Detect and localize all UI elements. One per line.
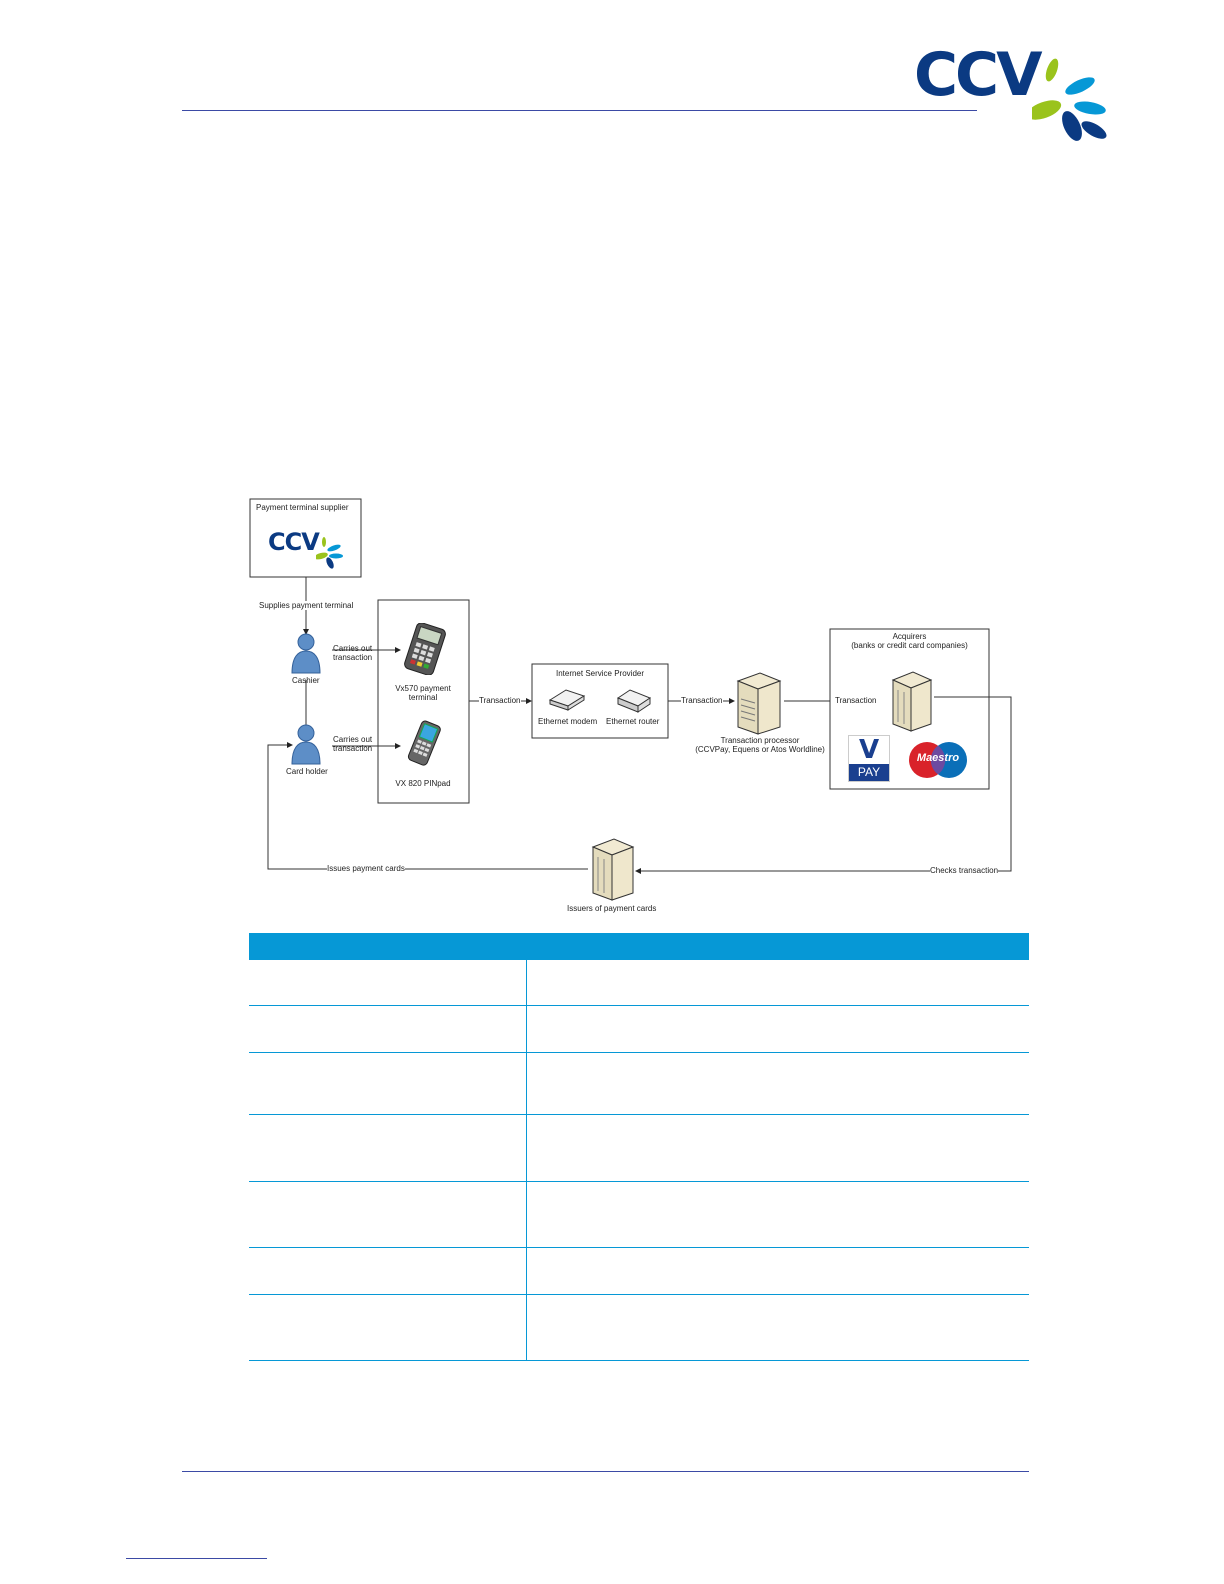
ethernet-modem-label: Ethernet modem [538,717,598,726]
table-cell [249,1006,527,1052]
vx820-label: VX 820 PINpad [395,779,451,788]
logo-wordmark: CCV [914,40,1043,110]
vx570-label: Vx570 payment terminal [388,684,458,702]
issues-payment-cards-label: Issues payment cards [327,864,405,873]
acquirers-title: Acquirers (banks or credit card companie… [830,632,989,650]
table-row [249,1248,1029,1295]
issuers-server-icon [591,838,635,901]
table-row [249,1053,1029,1115]
table-header [249,933,1029,960]
maestro-text: Maestro [916,752,960,764]
card-holder-person-icon [291,724,321,765]
transaction-label-3: Transaction [835,696,877,705]
transaction-label-1: Transaction [479,696,521,705]
ethernet-modem-icon [548,689,586,711]
table-cell [527,1182,1029,1247]
carries-out-label-2-line-2: transaction [333,744,373,753]
vx570-label-line-1: Vx570 payment [395,684,451,693]
processor-label-line-2: (CCVPay, Equens or Atos Worldline) [695,745,825,754]
table-cell [527,1248,1029,1294]
table-cell [249,1182,527,1247]
processor-label-line-1: Transaction processor [720,736,800,745]
cashier-person-icon [291,633,321,674]
info-table [249,933,1029,1361]
vpay-logo: V PAY [848,735,890,782]
transaction-label-2: Transaction [681,696,723,705]
acquirers-title-line-2: (banks or credit card companies) [851,641,968,650]
supplier-flower-icon [316,537,343,569]
maestro-logo-icon [909,742,967,778]
footer-rule [182,1471,1029,1472]
table-row [249,1295,1029,1361]
table-cell [249,1248,527,1294]
table-cell [527,960,1029,1005]
table-cell [527,1115,1029,1181]
carries-out-label-2: Carries out transaction [333,735,372,753]
carries-out-label-1-line-1: Carries out [333,644,373,653]
carries-out-label-1-line-2: transaction [333,653,373,662]
ccv-logo: CCV [914,40,1114,150]
table-row [249,1115,1029,1182]
acquirers-title-line-1: Acquirers [892,632,927,641]
table-row [249,1182,1029,1248]
table-cell [249,960,527,1005]
transaction-processor-server-icon [736,672,782,735]
flower-icon [1032,58,1107,141]
vx570-label-line-2: terminal [408,693,438,702]
table-cell [527,1006,1029,1052]
header-rule [182,110,977,111]
footer-link-underline[interactable] [126,1558,267,1559]
vx820-pinpad-icon [407,720,441,766]
ethernet-router-icon [616,689,652,713]
payment-flow-diagram: Payment terminal supplier CCV Supplies p… [240,490,1030,920]
ethernet-router-label: Ethernet router [606,717,660,726]
supplier-box-title: Payment terminal supplier [256,503,349,512]
table-cell [527,1053,1029,1114]
vpay-v: V [858,735,880,765]
supplies-label: Supplies payment terminal [259,601,354,610]
checks-transaction-label: Checks transaction [930,866,999,875]
vx570-terminal-icon [404,623,446,675]
supplier-logo: CCV [268,528,320,556]
table-cell [249,1115,527,1181]
table-cell [249,1053,527,1114]
table-row [249,1006,1029,1053]
card-holder-label: Card holder [286,767,328,776]
transaction-processor-label: Transaction processor (CCVPay, Equens or… [690,736,830,754]
table-row [249,960,1029,1006]
issuers-label: Issuers of payment cards [567,904,657,913]
table-cell [249,1295,527,1360]
cashier-label: Cashier [292,676,320,685]
carries-out-label-2-line-1: Carries out [333,735,373,744]
table-cell [527,1295,1029,1360]
carries-out-label-1: Carries out transaction [333,644,372,662]
acquirer-server-icon [891,671,933,732]
vpay-pay: PAY [849,764,889,781]
isp-title: Internet Service Provider [555,669,645,678]
